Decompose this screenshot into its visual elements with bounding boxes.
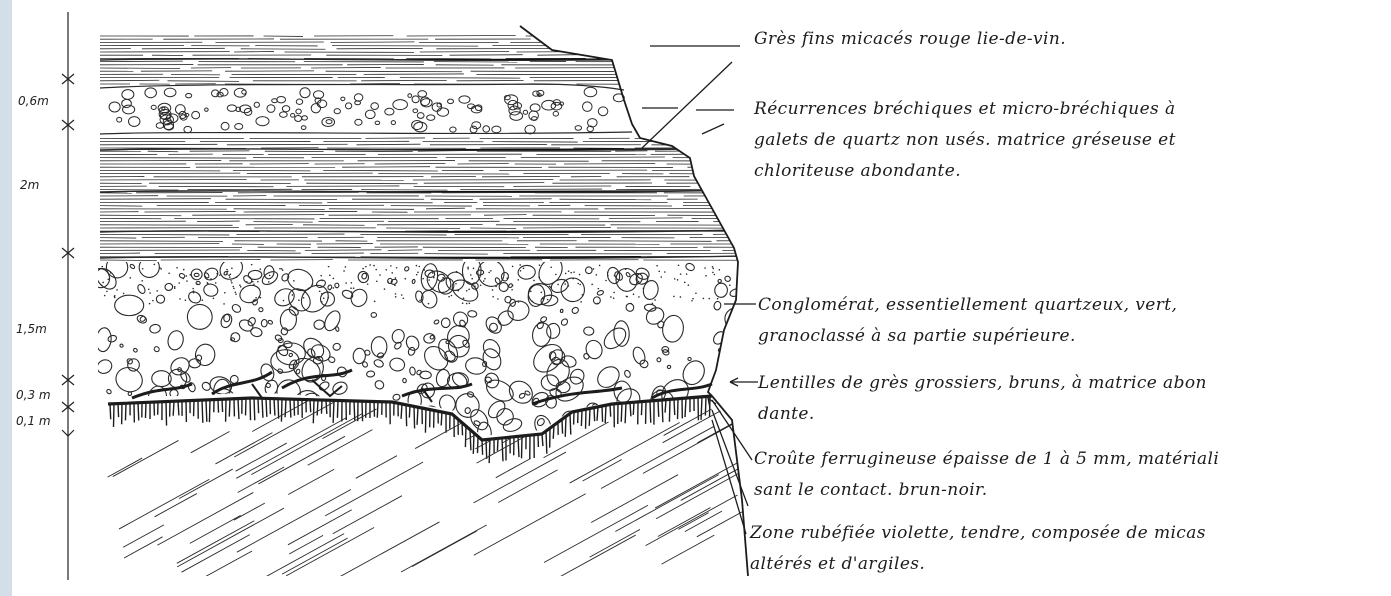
breccia-band [100, 84, 632, 134]
legend-line: galets de quartz non usés. matrice grése… [754, 125, 1176, 156]
legend-conglomerate: Conglomérat, essentiellement quartzeux, … [758, 290, 1177, 352]
scale-label-1-5m: 1,5m [16, 322, 47, 336]
ferruginous-crust [108, 370, 712, 463]
scale-axis [62, 12, 74, 580]
legend-rubified-zone: Zone rubéfiée violette, tendre, composée… [750, 518, 1206, 580]
scale-label-0-3m: 0,3 m [16, 388, 51, 402]
legend-line: Croûte ferrugineuse épaisse de 1 à 5 mm,… [754, 444, 1219, 475]
legend-crust: Croûte ferrugineuse épaisse de 1 à 5 mm,… [754, 444, 1219, 506]
legend-line: altérés et d'argiles. [750, 549, 1206, 580]
legend-line: Grès fins micacés rouge lie-de-vin. [754, 24, 1066, 55]
scale-label-2m: 2m [20, 178, 39, 192]
scale-label-0-1m: 0,1 m [16, 414, 51, 428]
legend-breccia: Récurrences bréchiques et micro-bréchiqu… [754, 94, 1176, 187]
legend-line: granoclassé à sa partie supérieure. [758, 321, 1177, 352]
legend-line: chloriteuse abondante. [754, 156, 1176, 187]
legend-line: sant le contact. brun-noir. [754, 475, 1219, 506]
legend-line: Récurrences bréchiques et micro-bréchiqu… [754, 94, 1176, 125]
drawing-sheet: 0,6m 2m 1,5m 0,3 m 0,1 m Grès fins micac… [12, 0, 1391, 596]
scale-label-0-6m: 0,6m [18, 94, 49, 108]
legend-line: Lentilles de grès grossiers, bruns, à ma… [758, 368, 1207, 399]
leader-lines [642, 46, 758, 534]
legend-lenses: Lentilles de grès grossiers, bruns, à ma… [758, 368, 1207, 430]
legend-line: dante. [758, 399, 1207, 430]
legend-line: Conglomérat, essentiellement quartzeux, … [758, 290, 1177, 321]
legend-fine-sandstone: Grès fins micacés rouge lie-de-vin. [754, 24, 1066, 55]
stratigraphic-section [12, 0, 1391, 596]
legend-line: Zone rubéfiée violette, tendre, composée… [750, 518, 1206, 549]
